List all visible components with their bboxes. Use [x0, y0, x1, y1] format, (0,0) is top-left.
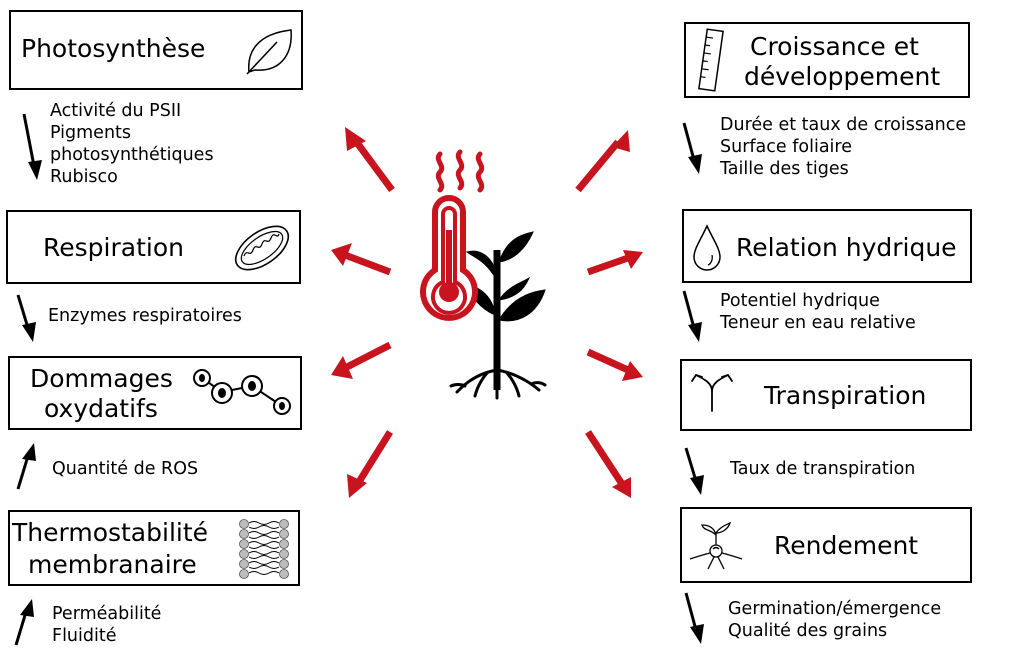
effect-text: Fluidité	[52, 626, 117, 646]
rendement-title: Rendement	[774, 531, 919, 560]
membrane-bilayer-icon	[239, 519, 289, 579]
ros-molecule-icon	[193, 369, 291, 415]
trend-down-arrow-icon	[22, 113, 42, 180]
arrow-photosynthese	[352, 137, 395, 193]
effect-text: Qualité des grains	[728, 621, 888, 641]
respiration-box: Respiration	[6, 210, 301, 284]
effect-text: Durée et taux de croissance	[720, 115, 967, 135]
leaf-icon	[246, 29, 292, 75]
trend-down-arrow-icon	[16, 294, 36, 342]
rendement-box: Rendement	[680, 507, 972, 583]
arrow-rendement	[585, 430, 625, 486]
arrow-croissance	[575, 139, 621, 193]
arrow-thermostabilite	[354, 430, 393, 487]
heat-waves-icon	[435, 149, 485, 193]
arrow-dommages	[343, 341, 392, 372]
trend-down-arrow-icon	[684, 447, 704, 495]
transpiration-effects: Taux de transpiration	[730, 458, 915, 480]
effect-text: Germination/émergence	[728, 599, 942, 619]
photosynthese-title: Photosynthèse	[21, 34, 206, 63]
effect-text: Potentiel hydrique	[720, 291, 880, 311]
water-drop-icon	[693, 224, 721, 271]
thermostabilite-effects: Perméabilité Fluidité	[52, 603, 161, 647]
thermostabilite-box: Thermostabilité membranaire	[8, 510, 300, 586]
heat-stress-plant-icon	[420, 149, 547, 400]
effect-text: Perméabilité	[52, 604, 162, 624]
dommages-effects: Quantité de ROS	[52, 458, 198, 480]
mitochondria-icon	[234, 225, 290, 271]
trend-down-arrow-icon	[682, 290, 702, 342]
relation-effects: Potentiel hydrique Teneur en eau relativ…	[720, 290, 916, 334]
effect-text: Surface foliaire	[720, 137, 852, 157]
dommages-title-line1: Dommages	[30, 364, 173, 393]
dommages-box: Dommages oxydatifs	[8, 356, 302, 430]
transpiration-box: Transpiration	[680, 359, 972, 431]
croissance-box: Croissance et développement	[684, 22, 970, 98]
croissance-title-line1: Croissance et	[750, 32, 919, 61]
split-arrow-icon	[691, 374, 733, 412]
respiration-effects: Enzymes respiratoires	[48, 305, 242, 327]
dommages-title-line2: oxydatifs	[44, 394, 158, 423]
thermostabilite-title-line1: Thermostabilité	[12, 518, 209, 547]
trend-up-arrow-icon	[16, 443, 36, 490]
rendement-effects: Germination/émergence Qualité des grains	[728, 598, 941, 642]
trend-down-arrow-icon	[684, 592, 704, 644]
effect-text: Pigments	[50, 123, 132, 143]
effect-text: Teneur en eau relative	[720, 313, 916, 333]
effect-text: Taux de transpiration	[730, 459, 916, 479]
trend-up-arrow-icon	[14, 599, 34, 646]
thermometer-icon	[420, 195, 478, 321]
arrow-respiration	[343, 251, 392, 276]
effect-text: Enzymes respiratoires	[48, 306, 242, 326]
relation-box: Relation hydrique	[682, 209, 972, 283]
respiration-title: Respiration	[43, 233, 184, 262]
effect-text: Activité du PSII	[50, 101, 182, 121]
effect-text: Taille des tiges	[720, 159, 849, 179]
trend-down-arrow-icon	[682, 122, 702, 174]
ruler-icon	[698, 28, 724, 92]
arrow-relation	[586, 254, 630, 276]
croissance-effects: Durée et taux de croissance Surface foli…	[720, 114, 966, 180]
effect-text: Rubisco	[50, 167, 118, 187]
effect-text: Quantité de ROS	[52, 459, 199, 479]
arrow-transpiration	[586, 348, 630, 374]
effect-text: photosynthétiques	[50, 145, 214, 165]
thermostabilite-title-line2: membranaire	[28, 550, 197, 579]
croissance-title-line2: développement	[744, 62, 941, 91]
photosynthese-effects: Activité du PSII Pigments photosynthétiq…	[50, 100, 214, 188]
plant-icon	[449, 231, 547, 400]
transpiration-title: Transpiration	[764, 381, 927, 410]
photosynthese-box: Photosynthèse	[9, 10, 303, 90]
seedling-icon	[689, 521, 743, 570]
relation-title: Relation hydrique	[736, 233, 957, 262]
